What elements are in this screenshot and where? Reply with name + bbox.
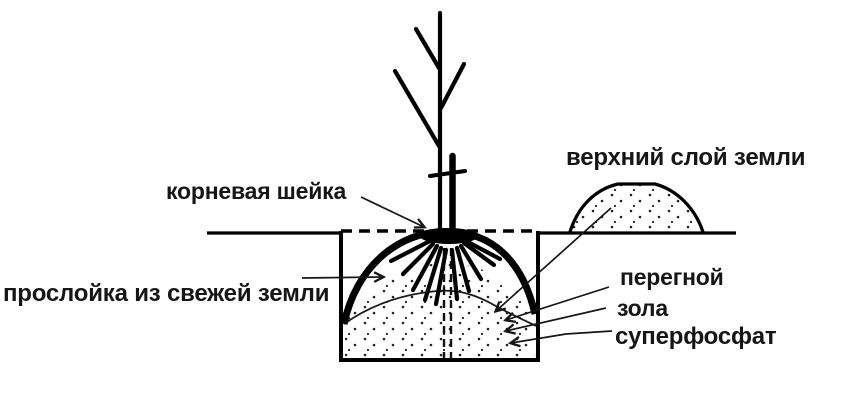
- tree-branch-lower-left: [392, 68, 442, 149]
- arrow-fresh-soil-layer: [301, 277, 383, 278]
- top-soil-mound-outline: [568, 182, 705, 233]
- pit-soil-fill-stipple: [345, 263, 535, 358]
- root-collar-node: [420, 228, 478, 244]
- label-fresh-soil-layer: прослойка из свежей земли: [3, 280, 330, 307]
- label-top-soil: верхний слой земли: [566, 144, 806, 171]
- arrow-humus: [506, 286, 610, 320]
- arrow-root-collar: [360, 196, 424, 227]
- arrow-top-soil-into-pit: [496, 207, 612, 311]
- tree-branch-upper-left: [413, 26, 442, 71]
- sapling-tree: [392, 10, 467, 241]
- label-superphosphate: суперфосфат: [615, 323, 777, 350]
- label-humus: перегной: [620, 264, 724, 290]
- top-soil-mound: [568, 182, 705, 233]
- pointer-arrows: [301, 196, 613, 343]
- arrow-ash: [506, 307, 607, 331]
- label-root-collar: корневая шейка: [166, 178, 347, 204]
- arrow-superphosphate: [511, 330, 613, 343]
- tree-branch-right: [438, 61, 467, 111]
- graft-mark-tick: [428, 169, 467, 178]
- label-ash: зола: [617, 295, 668, 321]
- sapling-roots: [388, 238, 503, 307]
- planting-pit-outline: [339, 231, 540, 362]
- top-soil-mound-fill: [570, 184, 703, 232]
